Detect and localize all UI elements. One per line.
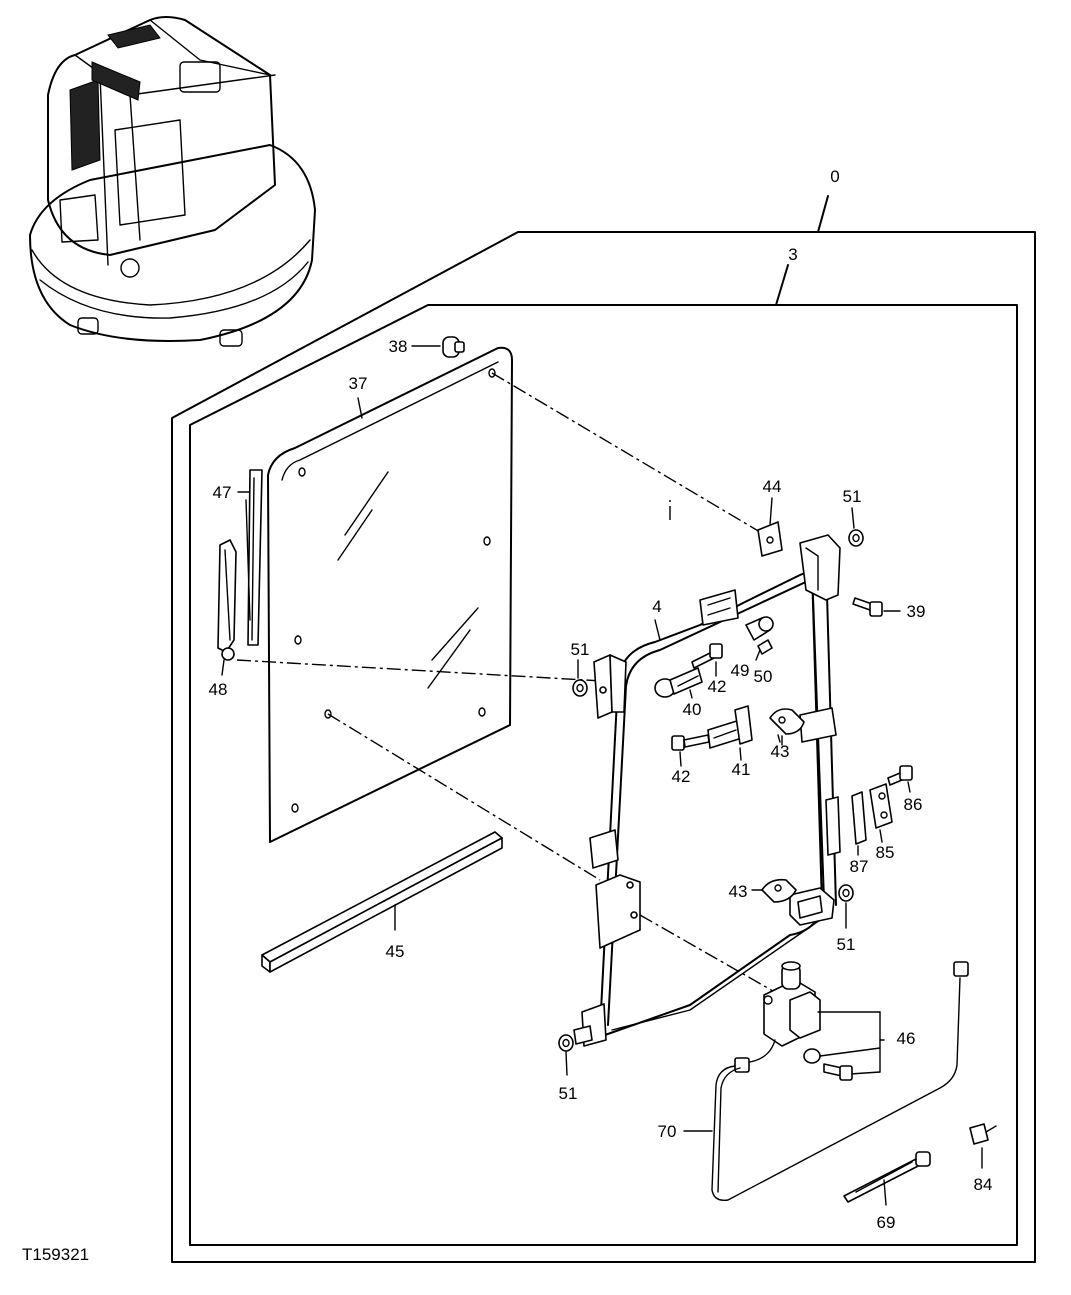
label-43-upper: 43: [771, 742, 790, 761]
figure-id: T159321: [22, 1245, 89, 1264]
glass-pane-37: [267, 346, 513, 843]
alignment-lines: [236, 372, 781, 996]
bolt-86: [887, 765, 913, 793]
label-70: 70: [658, 1122, 677, 1141]
label-50: 50: [754, 667, 773, 686]
label-49: 49: [731, 661, 750, 680]
label-0: 0: [830, 167, 839, 186]
plate-43-upper: [769, 708, 805, 746]
washer-51-top-right: [848, 507, 864, 547]
wiper-arm-48: [217, 539, 237, 676]
label-46: 46: [897, 1029, 916, 1048]
washer-51-left: [572, 659, 588, 697]
bolt-39: [852, 597, 901, 617]
label-42-lower: 42: [672, 767, 691, 786]
label-38: 38: [389, 337, 408, 356]
striker-41: [707, 705, 753, 761]
leader-lines: [654, 619, 781, 743]
label-84: 84: [974, 1175, 993, 1194]
latch-40: [654, 667, 703, 699]
label-45: 45: [386, 942, 405, 961]
bracket-85: [869, 783, 893, 843]
cab-overview-illustration: [29, 16, 316, 347]
label-69: 69: [877, 1213, 896, 1232]
label-48: 48: [209, 680, 228, 699]
knob-49: [745, 616, 774, 641]
assembly-0-frame: [171, 195, 1036, 1263]
clip-84: [969, 1123, 997, 1169]
bolt-42-lower: [671, 734, 710, 767]
label-39: 39: [907, 602, 926, 621]
label-44: 44: [763, 477, 782, 496]
label-3: 3: [788, 245, 797, 264]
seal-strip-45: [261, 831, 503, 973]
label-37: 37: [349, 374, 368, 393]
screw-50: [755, 639, 773, 661]
washer-51-bottom: [558, 1034, 574, 1076]
assembly-3-frame: [189, 264, 1018, 1246]
plate-44: [757, 497, 783, 557]
washer-51-right: [838, 884, 854, 929]
callout-labels: 0 3 38 37 47 48 44 51 39 4 51 42 49 50 4…: [22, 167, 992, 1264]
label-86: 86: [904, 795, 923, 814]
bolt-42-upper: [691, 643, 723, 677]
harness-70: [683, 961, 969, 1201]
label-85: 85: [876, 843, 895, 862]
label-41: 41: [732, 760, 751, 779]
label-40: 40: [683, 700, 702, 719]
wiper-motor-46: [749, 961, 885, 1081]
label-51-left: 51: [571, 640, 590, 659]
label-51-bottom: 51: [559, 1084, 578, 1103]
grommet-38: [411, 336, 465, 358]
label-4: 4: [652, 597, 661, 616]
label-43-lower: 43: [729, 882, 748, 901]
cable-tie-69: [843, 1151, 931, 1206]
plate-87: [851, 791, 867, 856]
plate-43-lower: [751, 878, 797, 903]
wiper-blade-47: [237, 469, 263, 646]
label-51-right: 51: [837, 935, 856, 954]
label-47: 47: [213, 483, 232, 502]
label-51-top: 51: [843, 487, 862, 506]
label-87: 87: [850, 857, 869, 876]
door-frame-4: [573, 534, 841, 1047]
label-42-upper: 42: [708, 677, 727, 696]
